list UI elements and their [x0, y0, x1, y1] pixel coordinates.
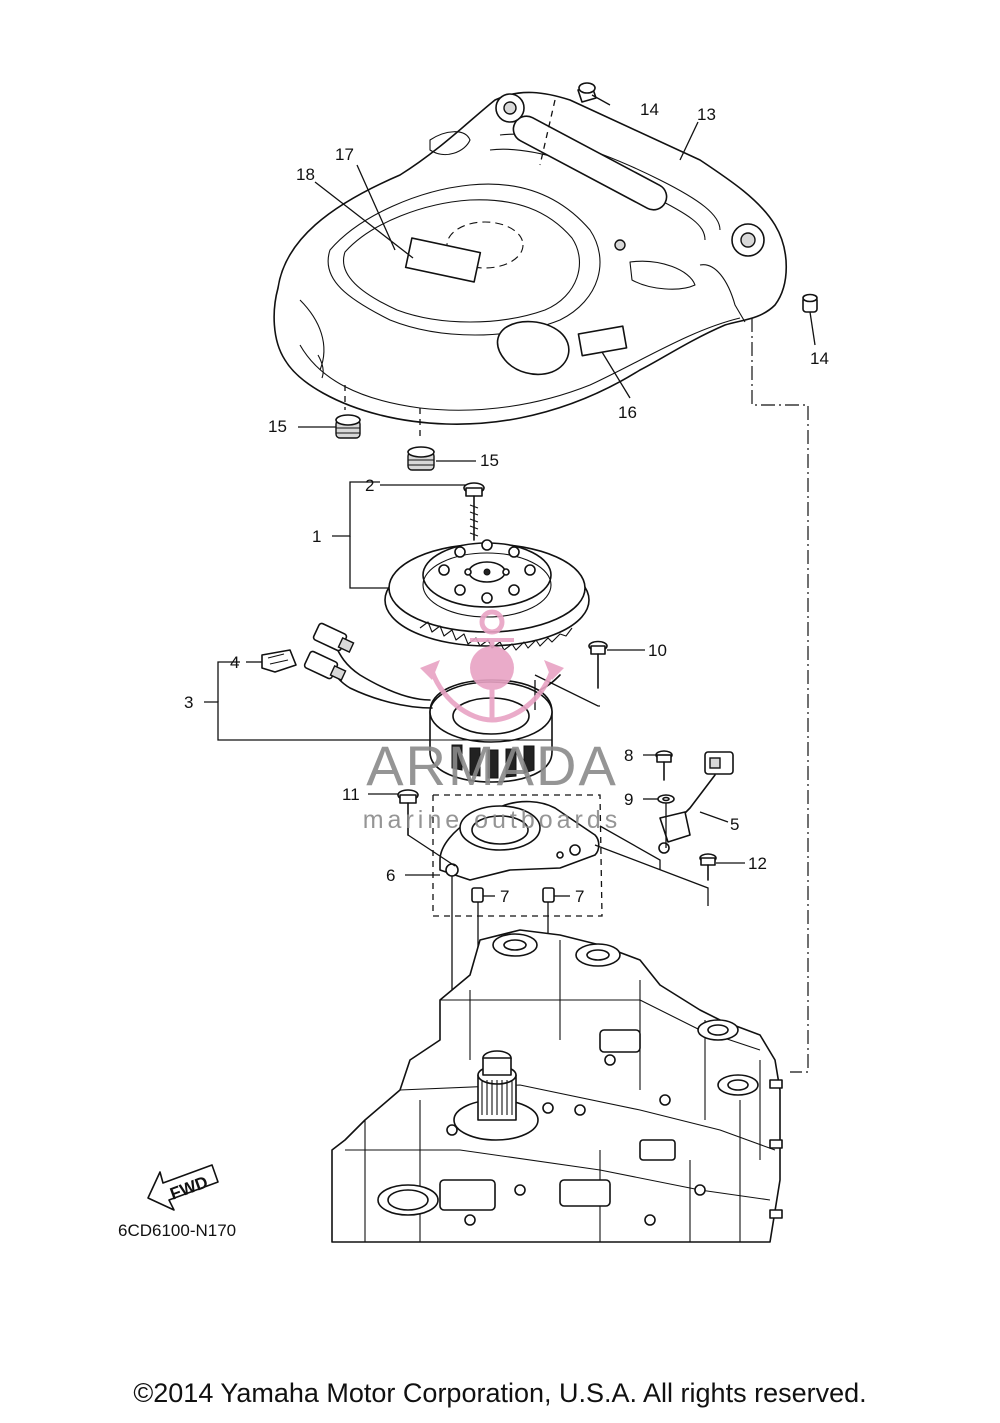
grommet-15-left: [335, 414, 361, 439]
callout-16: 16: [618, 403, 637, 422]
callout-13: 13: [697, 105, 716, 124]
anchor-logo-icon: [420, 609, 564, 723]
callout-7b: 7: [575, 887, 584, 906]
callout-leaders: [204, 94, 816, 897]
flywheel: [384, 539, 590, 651]
fwd-label: FWD: [167, 1172, 210, 1203]
callout-3: 3: [184, 693, 193, 712]
drawing-code: 6CD6100-N170: [118, 1221, 236, 1240]
callout-10: 10: [648, 641, 667, 660]
callout-numbers: 1 2 3 4 5 6 7 7 8 9 10 11 12 13 14 14 15…: [118, 100, 829, 1240]
flywheel-bolt: [463, 482, 485, 541]
callout-14a: 14: [640, 100, 659, 119]
armada-watermark: ARMADA marine outboards: [363, 609, 622, 834]
copyright-notice: ©2014 Yamaha Motor Corporation, U.S.A. A…: [133, 1378, 867, 1408]
stator-connector-b: [303, 650, 347, 681]
bolt-12: [699, 853, 717, 881]
callout-9: 9: [624, 790, 633, 809]
callout-15b: 15: [480, 451, 499, 470]
grommet-right: [802, 293, 818, 313]
dowel-pin-left: [471, 887, 484, 903]
dowel-pin-right: [542, 887, 555, 903]
callout-4: 4: [230, 653, 239, 672]
watermark-brand: ARMADA: [366, 734, 618, 797]
callout-6: 6: [386, 866, 395, 885]
callout-15a: 15: [268, 417, 287, 436]
grommet-15-center: [407, 446, 435, 471]
watermark-tagline: marine outboards: [363, 806, 622, 834]
fwd-arrow: FWD: [147, 1164, 219, 1211]
clamp: [261, 649, 297, 673]
alignment-line: [751, 318, 809, 1073]
crank-position-sensor: [658, 751, 734, 854]
callout-7a: 7: [500, 887, 509, 906]
callout-18: 18: [296, 165, 315, 184]
callout-2: 2: [365, 476, 374, 495]
callout-1: 1: [312, 527, 321, 546]
stator: [329, 644, 561, 783]
callout-11: 11: [342, 785, 360, 804]
callout-5: 5: [730, 815, 739, 834]
bolt-11: [397, 789, 419, 836]
flywheel-cover: [273, 91, 788, 440]
callout-17: 17: [335, 145, 354, 164]
callout-14b: 14: [810, 349, 829, 368]
callout-12: 12: [748, 854, 767, 873]
washer-9: [657, 794, 675, 804]
base-dashed-box: [432, 794, 603, 917]
stator-connector-a: [312, 622, 355, 653]
powerhead: [331, 929, 783, 1243]
callout-8: 8: [624, 746, 633, 765]
pulser-base: [439, 800, 600, 881]
grommet-top: [577, 82, 597, 103]
bolt-10: [588, 640, 608, 689]
